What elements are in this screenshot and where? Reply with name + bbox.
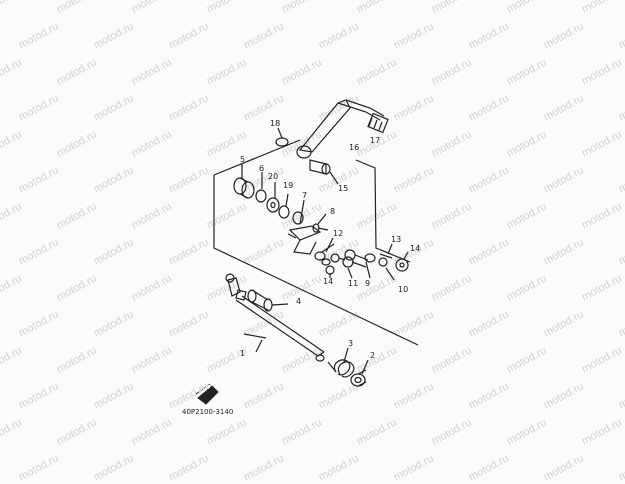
- callout-7: 7: [302, 191, 308, 200]
- callout-17: 17: [370, 136, 381, 145]
- washer-19: [278, 205, 290, 219]
- collar-2: [350, 359, 369, 387]
- rod-end-11: [330, 253, 354, 279]
- shift-shaft-1: [225, 273, 325, 362]
- washer-20: [266, 197, 280, 213]
- linkage-12: [314, 237, 335, 266]
- front-direction-marker: [195, 383, 219, 405]
- callout-9: 9: [365, 279, 371, 288]
- part-code: 40P2100-3140: [182, 408, 234, 416]
- shift-lever-7: [288, 199, 322, 255]
- nut-14-lower: [325, 265, 335, 275]
- callout-3: 3: [348, 339, 354, 348]
- bolt-8: [312, 213, 329, 233]
- shift-arm: [296, 99, 389, 159]
- callout-10: 10: [398, 285, 409, 294]
- diagram-lines: [195, 99, 419, 405]
- callout-6: 6: [259, 164, 265, 173]
- callout-8: 8: [330, 207, 336, 216]
- callout-11: 11: [348, 279, 359, 288]
- callout-12: 12: [333, 229, 344, 238]
- collar-4: [247, 289, 289, 312]
- nut-14-upper: [395, 251, 409, 272]
- bolt-15: [309, 159, 339, 185]
- washer-18: [275, 137, 289, 147]
- callout-15: 15: [338, 184, 349, 193]
- callout-18: 18: [270, 119, 281, 128]
- callout-16: 16: [349, 143, 360, 152]
- washer-6: [255, 189, 267, 203]
- callout-5: 5: [240, 155, 246, 164]
- assembly-frame-right: [355, 159, 411, 263]
- callout-4: 4: [296, 297, 302, 306]
- callout-1: 1: [240, 349, 246, 358]
- spring-3: [327, 347, 355, 378]
- callout-20: 20: [268, 172, 279, 181]
- callout-19: 19: [283, 181, 294, 190]
- callout-14-lower: 14: [323, 277, 334, 286]
- callout-14-upper: 14: [410, 244, 421, 253]
- callout-13: 13: [391, 235, 402, 244]
- nut-10: [364, 253, 395, 281]
- rod-9: [344, 249, 371, 279]
- rod-end-13: [379, 243, 393, 259]
- assembly-frame-left: [213, 175, 419, 346]
- bushing-5: [233, 164, 255, 199]
- callout-2: 2: [370, 351, 376, 360]
- assembly-frame-top: [213, 139, 301, 176]
